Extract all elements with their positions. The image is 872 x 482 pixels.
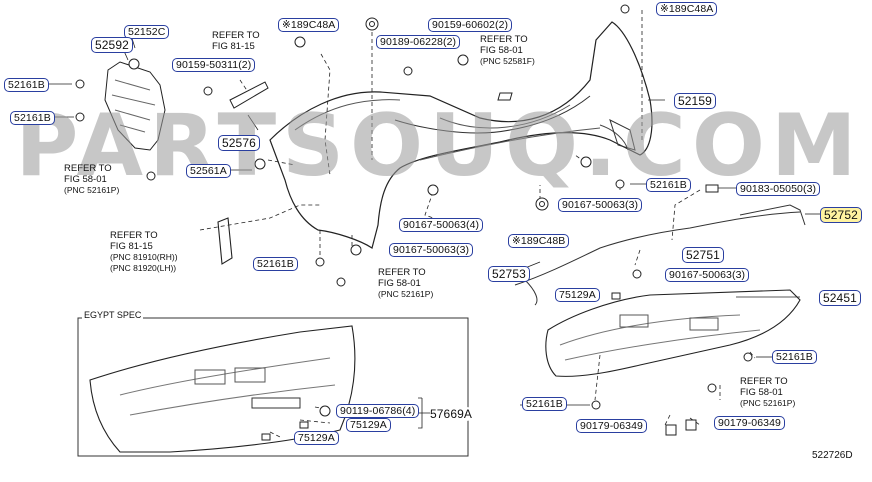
part-90183-05050[interactable]: 90183-05050(3) (736, 182, 821, 196)
part-90167-50063-4[interactable]: 90167-50063(4) (399, 218, 484, 232)
part-52159[interactable]: 52159 (674, 93, 716, 109)
part-90179-06349-a[interactable]: 90179-06349 (576, 419, 647, 433)
part-52451[interactable]: 52451 (819, 290, 861, 306)
part-57669A[interactable]: 57669A (430, 407, 472, 421)
part-90167-50063-3a[interactable]: 90167-50063(3) (558, 198, 643, 212)
part-52751[interactable]: 52751 (682, 247, 724, 263)
part-52152C[interactable]: 52152C (124, 25, 170, 39)
part-52161B-b[interactable]: 52161B (10, 111, 55, 125)
part-52592[interactable]: 52592 (91, 37, 133, 53)
part-52161B-f[interactable]: 52161B (522, 397, 567, 411)
part-90159-50311[interactable]: 90159-50311(2) (172, 58, 256, 72)
part-52576[interactable]: 52576 (218, 135, 260, 151)
part-89C48A-right[interactable]: ※189C48A (656, 2, 718, 16)
part-89C48A-top[interactable]: ※189C48A (278, 18, 340, 32)
part-52561A[interactable]: 52561A (186, 164, 231, 178)
part-89C48B[interactable]: ※189C48B (508, 234, 570, 248)
part-90189-06228[interactable]: 90189-06228(2) (376, 35, 461, 49)
part-90167-50063-3b[interactable]: 90167-50063(3) (389, 243, 474, 257)
part-75129A-c[interactable]: 75129A (294, 431, 339, 445)
part-52161B-e[interactable]: 52161B (772, 350, 817, 364)
egypt-spec-label: EGYPT SPEC (82, 310, 144, 320)
part-90179-06349-b[interactable]: 90179-06349 (714, 416, 785, 430)
part-52752[interactable]: 52752 (820, 207, 862, 223)
part-90119-06786[interactable]: 90119-06786(4) (336, 404, 420, 418)
part-90159-60602[interactable]: 90159-60602(2) (428, 18, 513, 32)
part-52161B-d[interactable]: 52161B (253, 257, 298, 271)
part-52161B-a[interactable]: 52161B (4, 78, 49, 92)
part-52753[interactable]: 52753 (488, 266, 530, 282)
part-75129A-b[interactable]: 75129A (346, 418, 391, 432)
part-75129A-a[interactable]: 75129A (555, 288, 600, 302)
part-90167-50063-3c[interactable]: 90167-50063(3) (665, 268, 750, 282)
part-52161B-c[interactable]: 52161B (646, 178, 691, 192)
drawing-code: 522726D (812, 450, 853, 461)
